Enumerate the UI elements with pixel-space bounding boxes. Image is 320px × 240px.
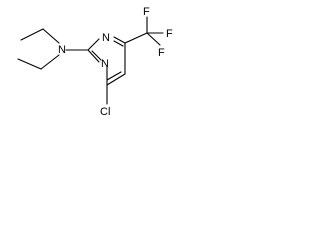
bond-c5-c4: [106, 73, 126, 86]
bonds: [17, 16, 164, 105]
bond-c2-n3: [87, 49, 100, 63]
bond-cf3-f-bottom: [146, 32, 161, 46]
molecule-diagram: N N N Cl F F F: [17, 6, 173, 118]
atom-n-amine: N: [58, 44, 66, 56]
bond-c6-cf3: [124, 32, 148, 44]
bond-ethyl-1-ch2-n: [42, 28, 60, 44]
bond-ethyl-1-ch3-ch2: [20, 28, 44, 41]
atom-f-top: F: [143, 6, 150, 18]
bond-ethyl-2-ch2-ch3: [17, 58, 42, 70]
bond-c2-n3-double: [91, 50, 102, 61]
atom-f-bottom: F: [158, 47, 165, 59]
atom-n-ring-bottom: N: [101, 58, 109, 70]
bond-n1-c6: [113, 36, 126, 44]
bond-c2-n1: [87, 38, 100, 51]
bond-c5-c4-double: [106, 71, 122, 81]
bond-ethyl-2-n-ch2: [40, 54, 60, 70]
bond-n1-c6-double: [113, 40, 124, 47]
atom-labels: N N N Cl F F F: [58, 6, 173, 118]
atom-cl: Cl: [100, 106, 110, 118]
atom-f-right: F: [166, 28, 173, 40]
atom-n-ring-top: N: [102, 32, 110, 44]
